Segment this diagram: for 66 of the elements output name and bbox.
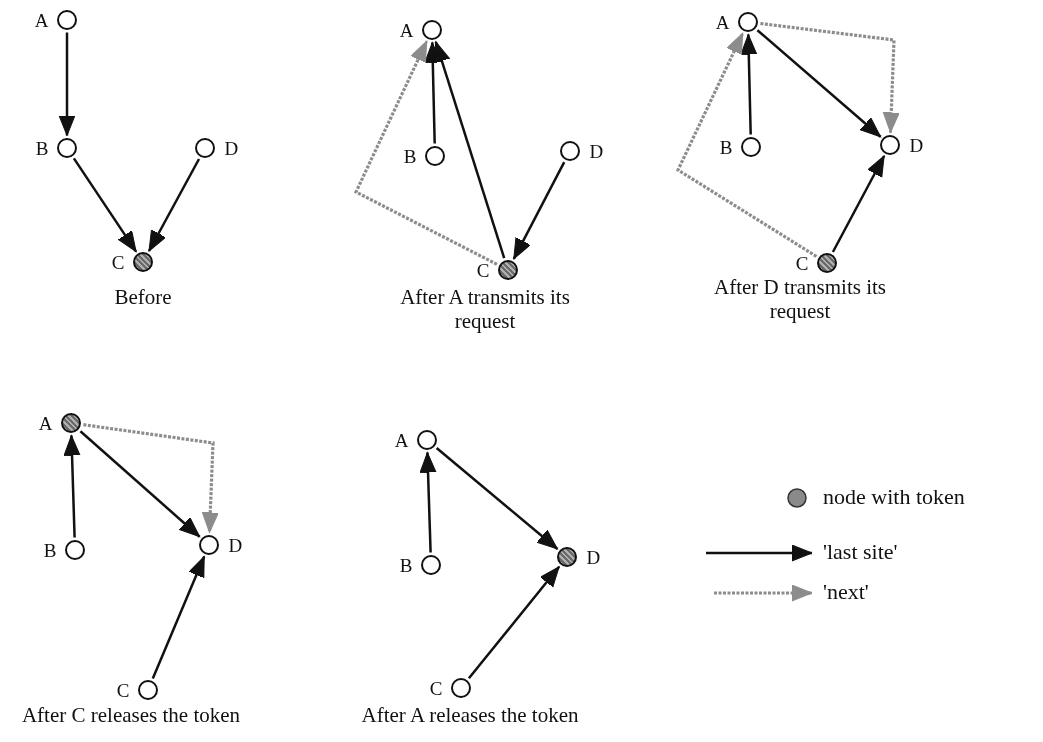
- circle-node: [559, 140, 580, 161]
- panel-caption: After A transmits its request: [399, 285, 571, 333]
- node-label: C: [429, 679, 443, 699]
- dashed-arrow: [675, 32, 818, 258]
- arrow: [740, 34, 758, 135]
- circle-node: [450, 677, 471, 698]
- arrow: [63, 435, 81, 538]
- circle-node: [737, 11, 758, 32]
- panel-caption: After C releases the token: [20, 703, 242, 727]
- arrow: [467, 565, 561, 680]
- node-label: D: [589, 142, 604, 162]
- arrow: [147, 158, 201, 252]
- node-label: D: [586, 548, 601, 568]
- node-label: D: [224, 139, 239, 159]
- filled-circle-node: [60, 412, 81, 433]
- circle-node: [421, 19, 442, 40]
- circle-node: [56, 137, 77, 158]
- node-label: A: [715, 13, 730, 33]
- node-label: B: [43, 541, 57, 561]
- node-label: B: [719, 138, 733, 158]
- node-label: D: [228, 536, 243, 556]
- arrow: [58, 32, 76, 136]
- arrow: [433, 41, 506, 259]
- panel-caption: After D transmits its request: [712, 275, 888, 323]
- filled-circle-node: [132, 251, 153, 272]
- circle-node: [64, 539, 85, 560]
- circle-node: [56, 9, 77, 30]
- circle-node: [424, 145, 445, 166]
- arrow: [419, 452, 437, 553]
- node-label: B: [399, 556, 413, 576]
- legend-label: 'last site': [823, 540, 898, 564]
- arrow: [756, 29, 882, 138]
- node-label: C: [795, 254, 809, 274]
- circle-node: [879, 134, 900, 155]
- node-label: A: [38, 414, 53, 434]
- legend-label: 'next': [823, 580, 869, 604]
- circle-node: [416, 429, 437, 450]
- node-label: B: [35, 139, 49, 159]
- arrow: [72, 157, 138, 253]
- arrow: [151, 556, 206, 679]
- node-label: C: [476, 261, 490, 281]
- filled-circle-node: [816, 252, 837, 273]
- circle-node: [194, 137, 215, 158]
- node-label: A: [34, 11, 49, 31]
- legend-label: node with token: [823, 485, 965, 509]
- node-label: A: [399, 21, 414, 41]
- arrow: [79, 430, 201, 538]
- circle-node: [420, 554, 441, 575]
- circle-node: [740, 136, 761, 157]
- dashed-arrow: [760, 21, 900, 133]
- panel-caption: After A releases the token: [360, 703, 580, 727]
- node-label: B: [403, 147, 417, 167]
- dashed-arrow: [353, 40, 498, 266]
- dashed-arrow: [83, 423, 219, 533]
- node-label: D: [909, 136, 924, 156]
- panel-caption: Before: [113, 285, 173, 309]
- arrow: [435, 447, 559, 550]
- circle-node: [137, 679, 158, 700]
- filled-circle-node: [497, 259, 518, 280]
- arrow: [512, 161, 566, 260]
- node-label: A: [394, 431, 409, 451]
- node-label: C: [111, 253, 125, 273]
- node-label: C: [116, 681, 130, 701]
- circle-node: [198, 534, 219, 555]
- filled-circle-node: [556, 546, 577, 567]
- arrow: [831, 155, 886, 253]
